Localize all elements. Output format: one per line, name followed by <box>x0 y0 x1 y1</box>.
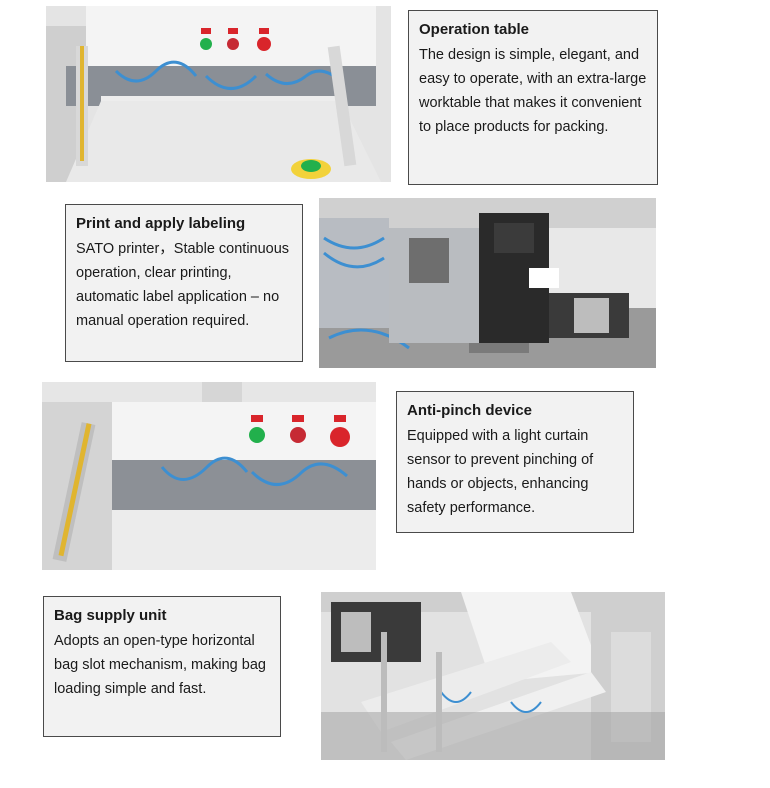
operation-table-photo <box>46 6 391 182</box>
anti-pinch-photo <box>42 382 376 570</box>
anti-pinch-card: Anti-pinch device Equipped with a light … <box>396 391 634 533</box>
label-printer-photo <box>319 198 656 368</box>
labeling-title: Print and apply labeling <box>76 215 246 232</box>
labeling-card: Print and apply labeling SATO printer，St… <box>65 204 303 362</box>
operation-table-card: Operation table The design is simple, el… <box>408 10 658 185</box>
anti-pinch-title: Anti-pinch device <box>407 402 533 419</box>
anti-pinch-text: Equipped with a light curtain sensor to … <box>407 428 594 516</box>
bag-supply-card: Bag supply unit Adopts an open-type hori… <box>43 596 281 737</box>
bag-supply-text: Adopts an open-type horizontal bag slot … <box>54 633 266 697</box>
bag-supply-photo <box>321 592 665 760</box>
operation-table-title: Operation table <box>419 21 530 38</box>
labeling-text: SATO printer，Stable continuous operation… <box>76 241 290 329</box>
operation-table-text: The design is simple, elegant, and easy … <box>419 47 647 135</box>
bag-supply-title: Bag supply unit <box>54 607 167 624</box>
